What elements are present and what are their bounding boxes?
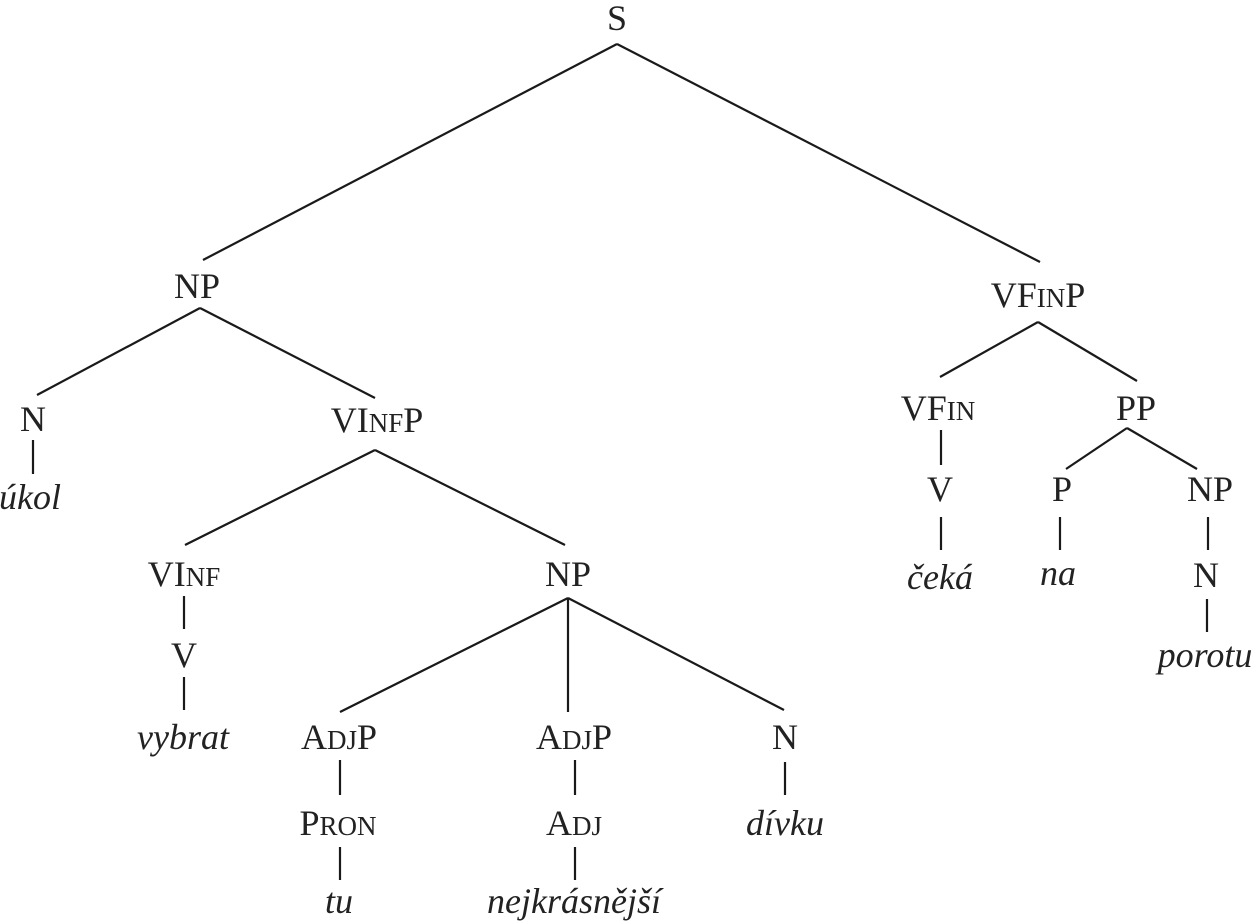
label-part: dívku — [746, 803, 824, 843]
label-part: nejkrásnější — [487, 881, 664, 921]
node-np2: NP — [545, 554, 591, 594]
label-part: VF — [991, 275, 1037, 315]
node-adjp2: ADJP — [536, 717, 612, 757]
node-np3: NP — [1187, 469, 1233, 509]
label-part: V — [171, 635, 197, 675]
edge-vinfp-np2 — [374, 449, 566, 546]
label-part: IN — [947, 396, 976, 426]
word-ceka: čeká — [907, 557, 973, 597]
label-part: DJ — [562, 725, 592, 755]
word-divku: dívku — [746, 803, 824, 843]
label-part: NF — [369, 408, 404, 438]
label-part: vybrat — [137, 717, 230, 757]
node-v1: V — [171, 635, 197, 675]
node-vfin: VFIN — [901, 388, 976, 428]
label-part: VI — [148, 554, 186, 594]
label-part: P — [592, 717, 612, 757]
label-part: VI — [331, 400, 369, 440]
label-part: P — [299, 803, 319, 843]
node-p: P — [1052, 469, 1072, 509]
node-vfinp: VFINP — [991, 275, 1086, 315]
label-part: N — [20, 399, 46, 439]
node-pp: PP — [1116, 388, 1156, 428]
label-part: porotu — [1155, 635, 1253, 675]
word-nejkrasnejsi: nejkrásnější — [487, 881, 664, 921]
label-part: NF — [186, 562, 221, 592]
label-part: N — [1193, 555, 1219, 595]
edge-np1-n1 — [36, 307, 201, 396]
label-part: NP — [174, 266, 220, 306]
word-tu: tu — [325, 881, 353, 921]
edge-vfinp-vfin — [939, 321, 1039, 378]
label-part: A — [301, 717, 327, 757]
node-vinf: VINF — [148, 554, 221, 594]
label-part: NP — [1187, 469, 1233, 509]
edge-s-np1 — [202, 43, 618, 261]
label-part: úkol — [0, 477, 61, 517]
label-part: P — [1052, 469, 1072, 509]
label-part: VF — [901, 388, 947, 428]
node-pron: PRON — [299, 803, 376, 843]
edge-pp-p — [1065, 427, 1128, 470]
label-part: P — [357, 717, 377, 757]
label-part: PP — [1116, 388, 1156, 428]
node-np1: NP — [174, 266, 220, 306]
edge-s-vfinp — [616, 43, 1041, 263]
label-part: DJ — [327, 725, 357, 755]
label-part: V — [927, 469, 953, 509]
node-v2: V — [927, 469, 953, 509]
label-part: DJ — [572, 811, 602, 841]
word-na: na — [1040, 553, 1076, 593]
node-adj: ADJ — [546, 803, 602, 843]
label-part: S — [607, 0, 627, 38]
word-vybrat: vybrat — [137, 717, 230, 757]
label-part: čeká — [907, 557, 973, 597]
word-ukol: úkol — [0, 477, 61, 517]
node-n3: N — [1193, 555, 1219, 595]
label-part: N — [772, 717, 798, 757]
node-n2: N — [772, 717, 798, 757]
edge-vfinp-pp — [1037, 321, 1138, 382]
node-adjp1: ADJP — [301, 717, 377, 757]
word-porotu: porotu — [1155, 635, 1253, 675]
node-n1: N — [20, 399, 46, 439]
edge-pp-np3 — [1126, 427, 1198, 470]
label-part: tu — [325, 881, 353, 921]
edge-vinfp-vinf — [184, 449, 376, 546]
label-part: A — [546, 803, 572, 843]
edge-np2-adjp1 — [339, 597, 569, 713]
label-part: na — [1040, 553, 1076, 593]
label-part: P — [403, 400, 423, 440]
label-part: NP — [545, 554, 591, 594]
edge-np2-n2 — [567, 597, 785, 711]
edge-np1-vinfp — [199, 307, 376, 399]
label-part: IN — [1037, 283, 1066, 313]
label-part: P — [1065, 275, 1085, 315]
label-part: A — [536, 717, 562, 757]
label-part: RON — [320, 811, 377, 841]
node-vinfp: VINFP — [331, 400, 424, 440]
node-s: S — [607, 0, 627, 38]
tree-edges — [31, 43, 1210, 880]
